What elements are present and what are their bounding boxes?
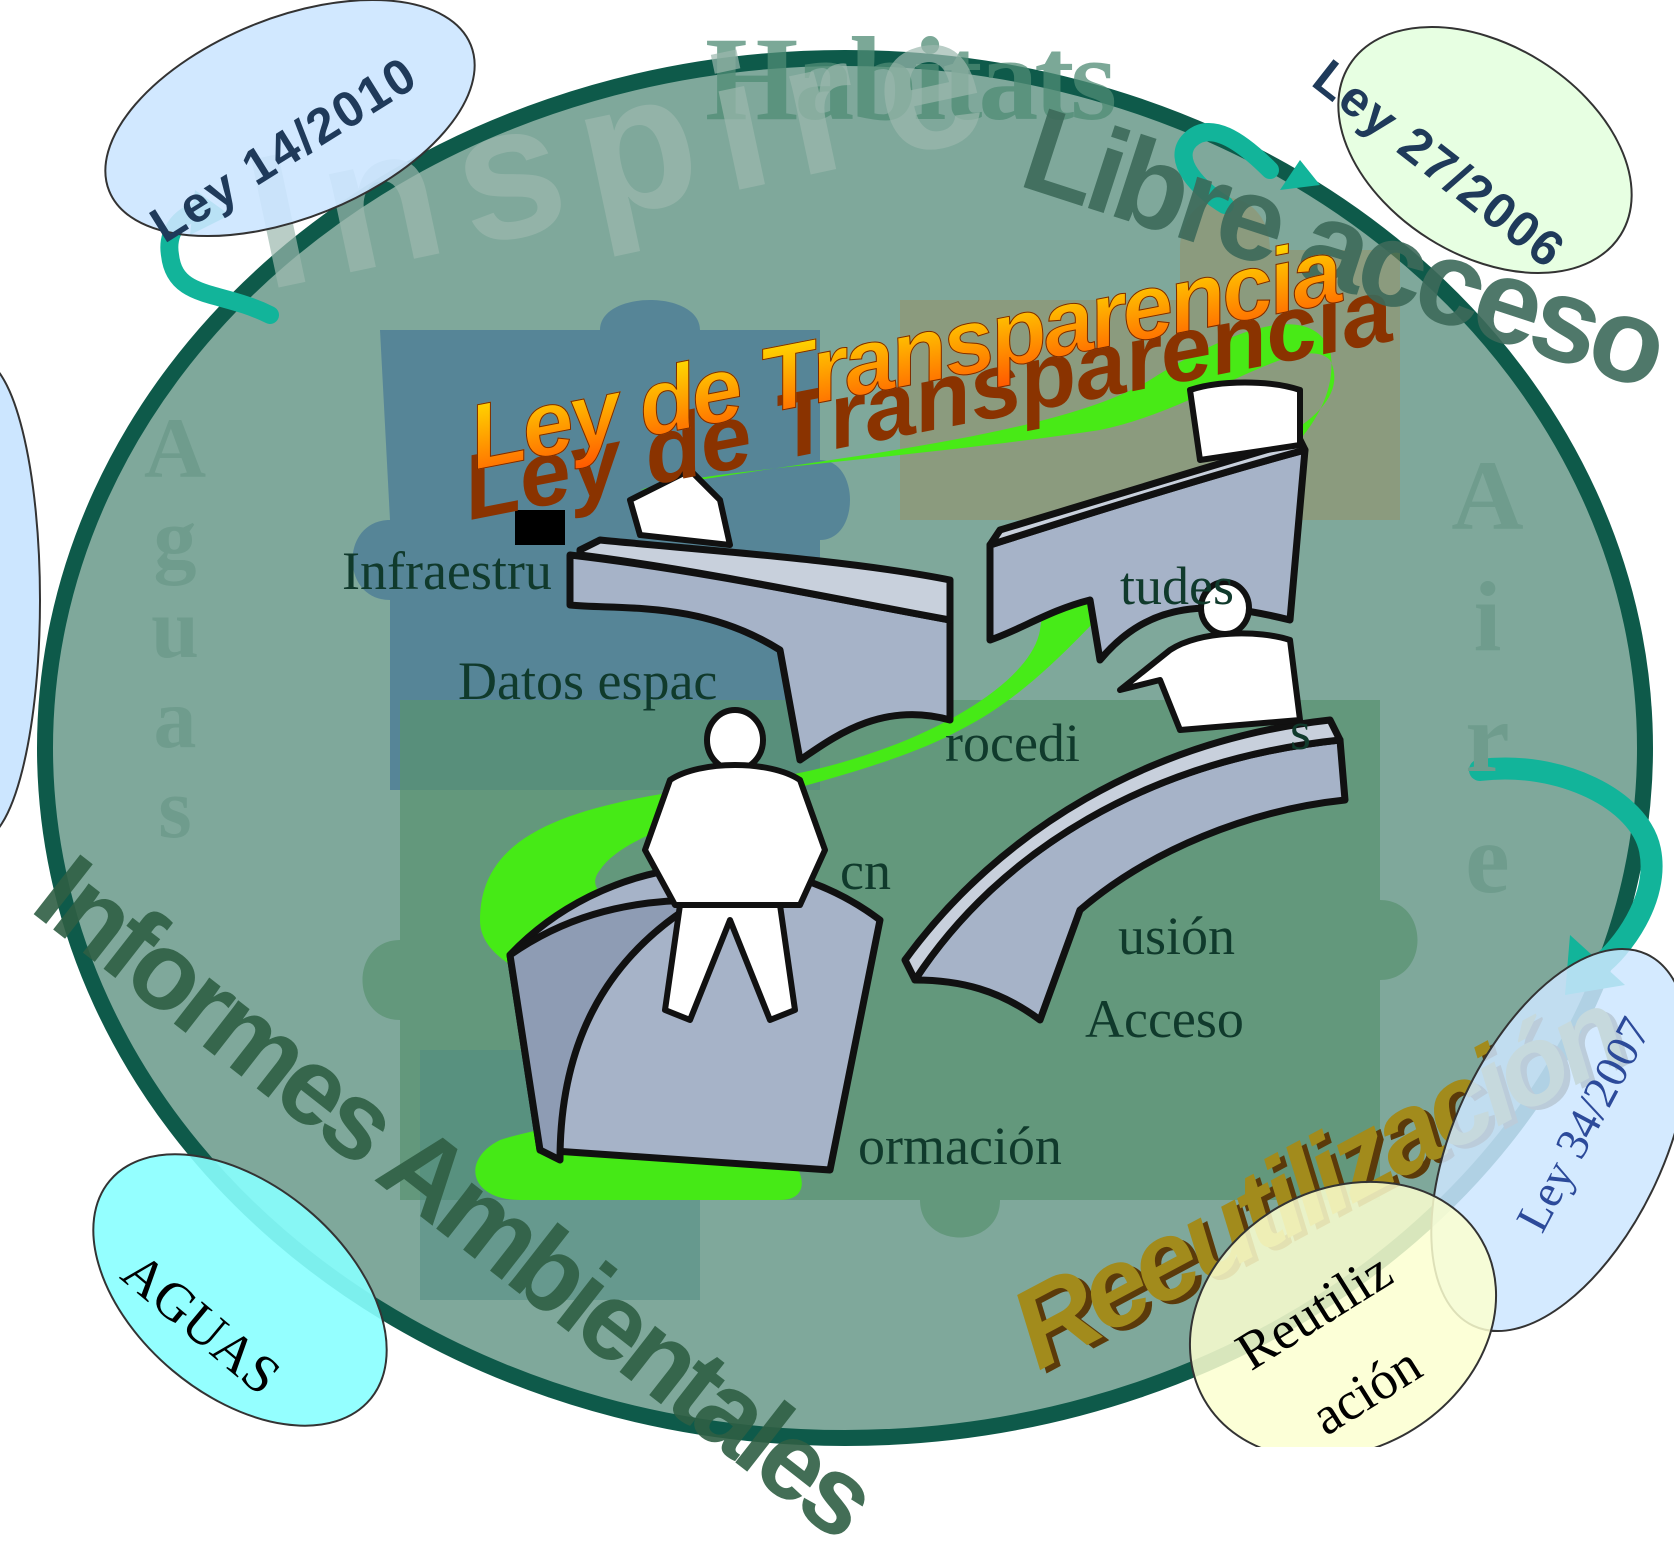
term-difusion: usión xyxy=(1118,906,1236,966)
word-habitats: Habitats xyxy=(705,12,1117,145)
word-aire: Aire xyxy=(1432,440,1543,924)
person-walking xyxy=(642,707,828,1023)
arrow-ley27-head xyxy=(1280,160,1320,190)
term-informacion: ormación xyxy=(858,1116,1062,1176)
person-top-left xyxy=(627,467,733,548)
person-top-right xyxy=(1187,379,1303,463)
term-acceso: Acceso xyxy=(1085,989,1244,1049)
arrow-ley27 xyxy=(1174,122,1279,214)
arrow-ley34 xyxy=(1469,757,1663,976)
word-aguas: Aguas xyxy=(127,400,223,850)
person-right xyxy=(1117,579,1303,733)
term-tecnologia: cn xyxy=(840,841,891,901)
left-edge-bubble xyxy=(0,372,41,828)
bridge-bottom-right xyxy=(901,716,1349,1024)
term-procedimientos: rocedi xyxy=(945,713,1080,773)
black-block xyxy=(515,510,565,545)
term-solicitudes: tudes xyxy=(1120,556,1234,616)
term-procedimientos-tail: s xyxy=(1290,701,1312,761)
term-datos-espaciales: Datos espac xyxy=(458,651,718,711)
diagram-graphics: Ley de Transparencia xyxy=(0,50,1663,1446)
word-aguas-vertical: Aguas xyxy=(120,400,230,860)
term-infraestructura: Infraestru xyxy=(342,541,552,601)
word-aire-vertical: Aire xyxy=(1430,440,1543,948)
bridge-top-left xyxy=(566,536,954,764)
